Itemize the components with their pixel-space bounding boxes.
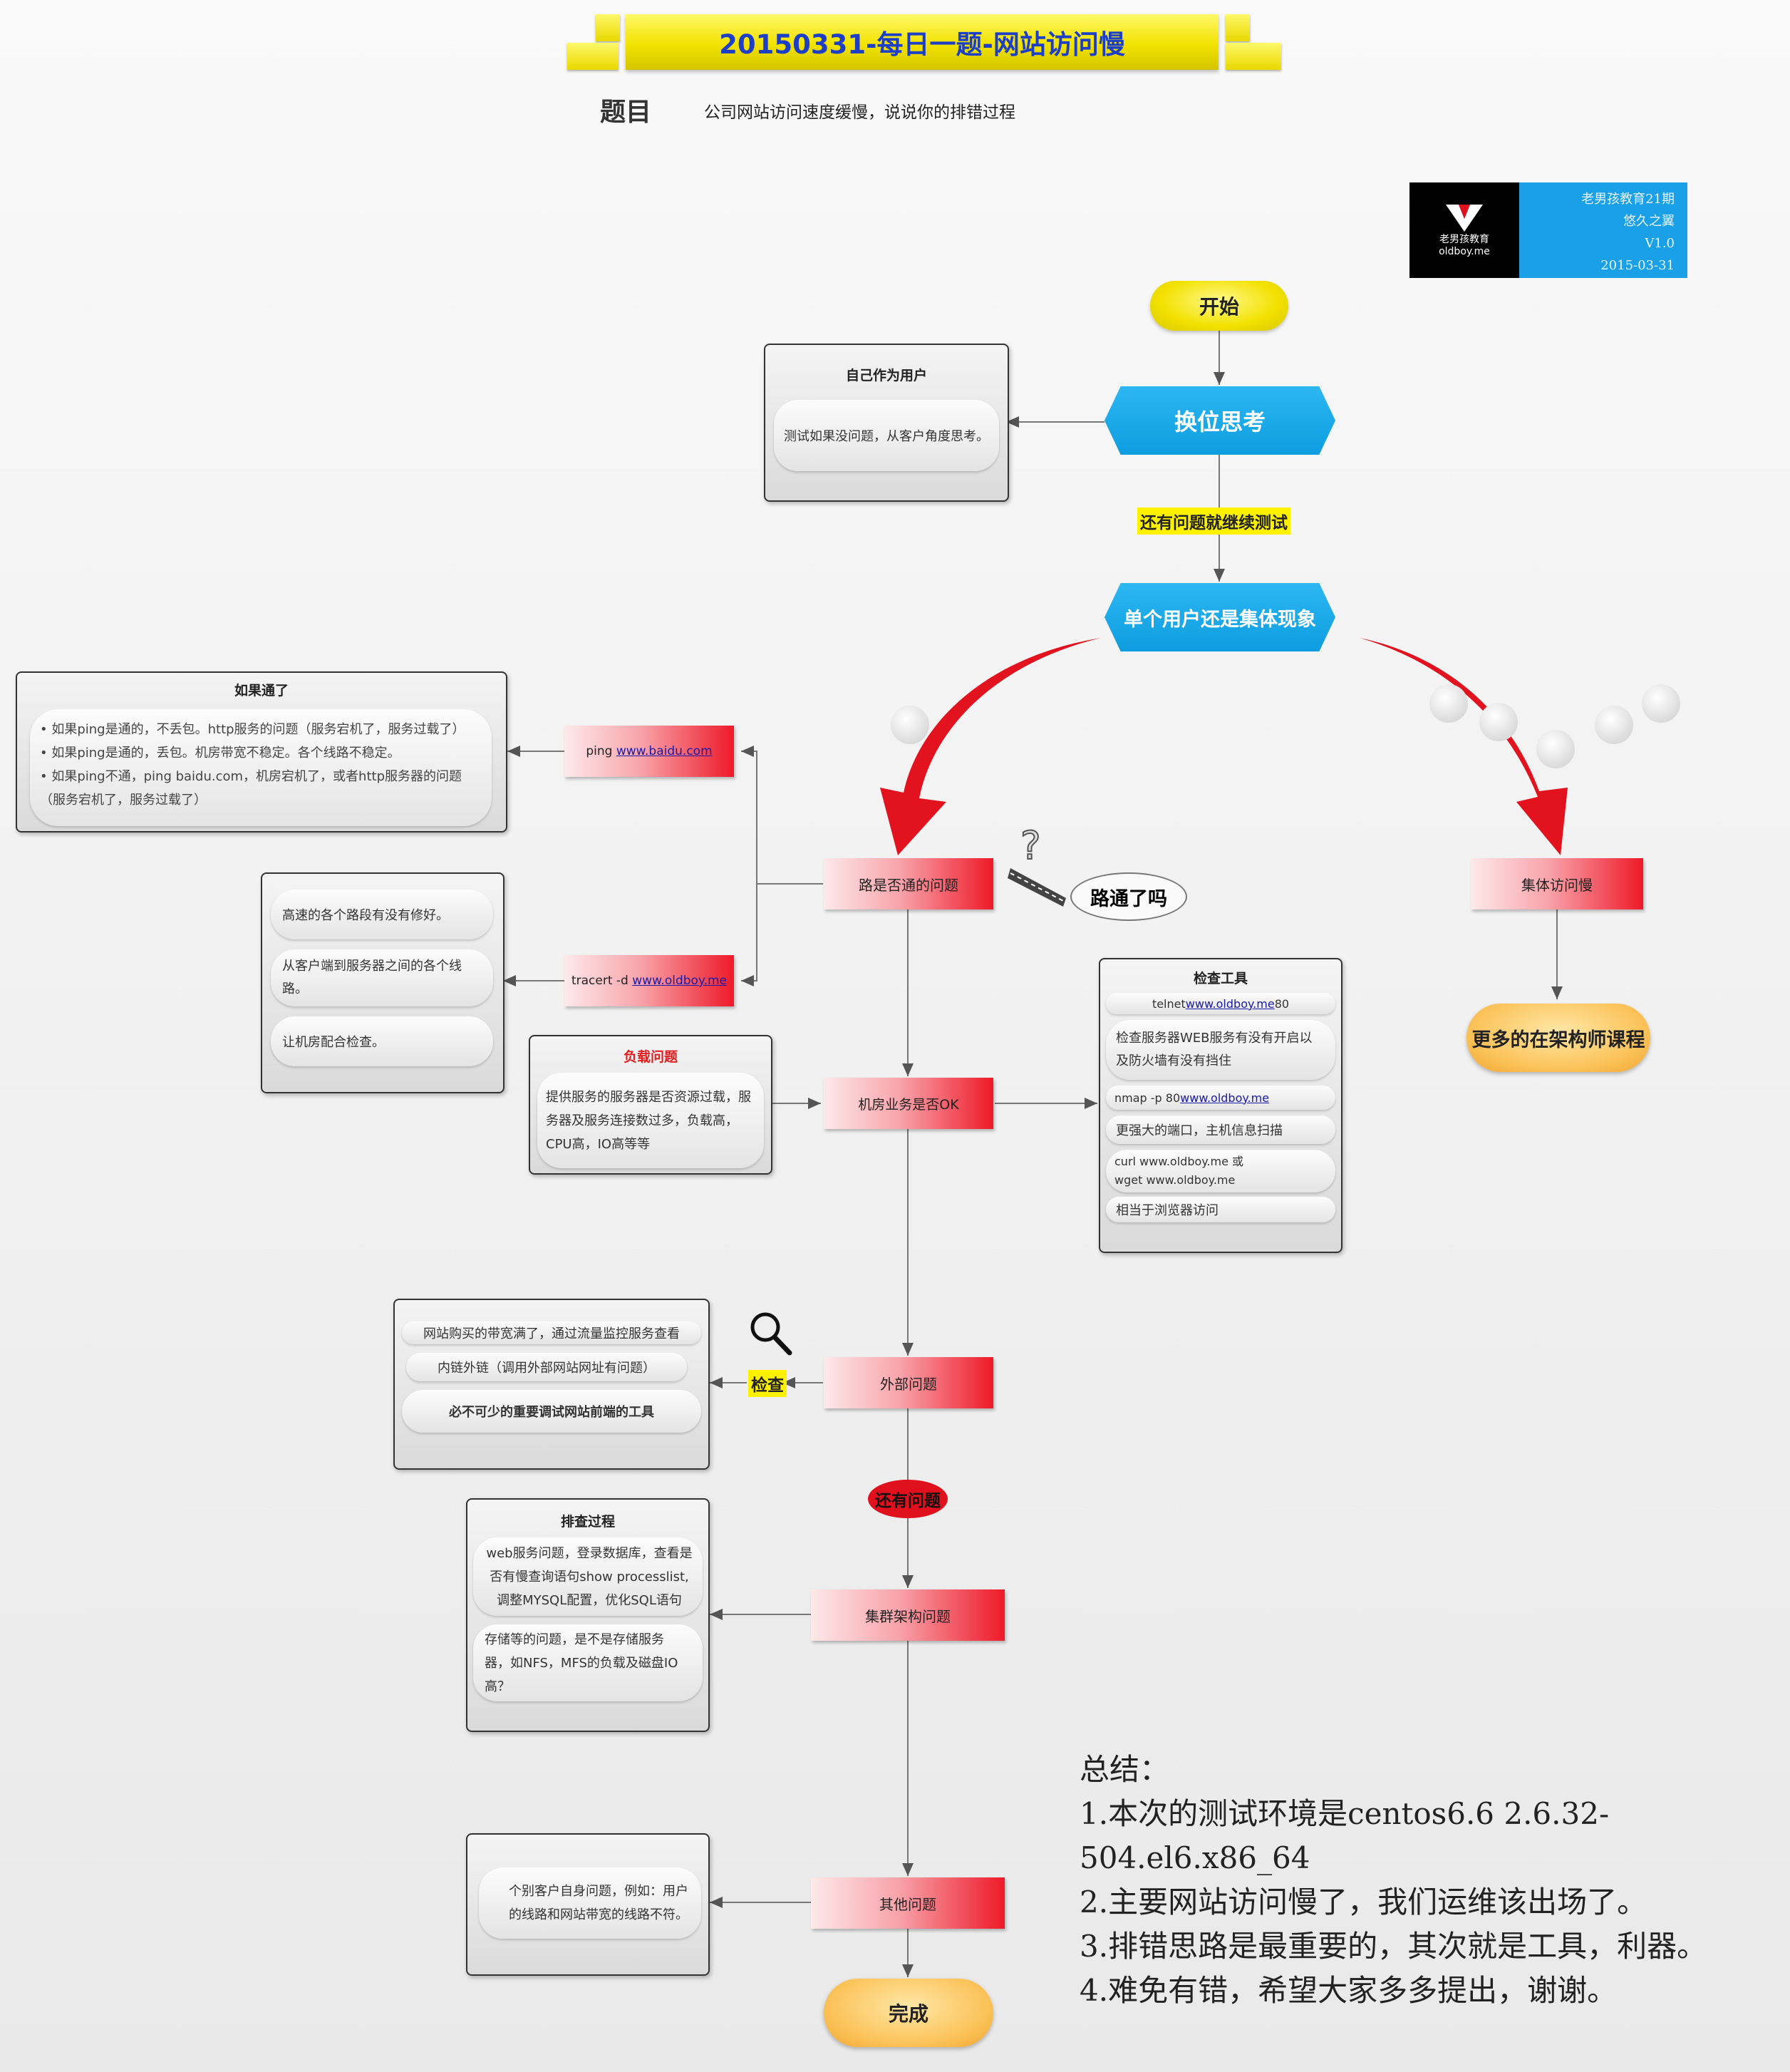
debug-title: 排查过程	[560, 1514, 615, 1530]
summary-item: 1.本次的测试环境是centos6.6 2.6.32-504.el6.x86_6…	[1080, 1796, 1610, 1875]
tool-browser: 相当于浏览器访问	[1106, 1197, 1335, 1222]
person-figure-icon	[1479, 703, 1518, 741]
debug-web: web服务问题，登录数据库，查看是否有慢查询语句show processlist…	[473, 1537, 703, 1616]
tool-scan: 更强大的端口，主机信息扫描	[1106, 1115, 1335, 1144]
if-ok-title: 如果通了	[234, 683, 289, 699]
if-ok-line: • 如果ping不通，ping baidu.com，机房宕机了，或者http服务…	[40, 769, 462, 784]
summary-heading: 总结：	[1080, 1752, 1170, 1787]
person-figure-icon	[1536, 730, 1575, 768]
nmap-link[interactable]: www.oldboy.me	[1180, 1091, 1270, 1105]
if-ok-line: （服务宕机了，服务过载了）	[40, 793, 207, 808]
logo-brand-en: oldboy.me	[1439, 246, 1490, 257]
magnifier-icon	[750, 1312, 792, 1356]
question-label: 题目	[600, 98, 652, 127]
logo-info: 老男孩教育21期 悠久之翼 V1.0 2015-03-31	[1519, 182, 1687, 278]
continue-testing-label: 还有问题就继续测试	[1137, 507, 1290, 535]
external-node: 外部问题	[824, 1357, 993, 1408]
tool-telnet: telnet www.oldboy.me 80	[1106, 993, 1335, 1014]
debug-storage: 存储等的问题，是不是存储服务器，如NFS，MFS的负载及磁盘IO高？	[473, 1624, 703, 1701]
ping-link[interactable]: www.baidu.com	[616, 744, 713, 758]
banner-deco	[1226, 14, 1250, 41]
swap-thinking-node: 换位思考	[1104, 386, 1335, 455]
tools-panel: 检查工具 telnet www.oldboy.me 80 检查服务器WEB服务有…	[1099, 958, 1342, 1253]
logo-info-line: V1.0	[1645, 236, 1675, 251]
page-title: 20150331-每日一题-网站访问慢	[626, 14, 1219, 70]
svg-text:?: ?	[1020, 823, 1041, 868]
ping-prefix: ping	[586, 744, 613, 758]
logo: 老男孩教育 oldboy.me 老男孩教育21期 悠久之翼 V1.0 2015-…	[1409, 182, 1687, 278]
self-user-text: 测试如果没问题，从客户角度思考。	[774, 400, 999, 471]
banner-deco	[1226, 43, 1281, 70]
logo-mark: 老男孩教育 oldboy.me	[1409, 182, 1519, 278]
route-notes-panel: 高速的各个路段有没有修好。 从客户端到服务器之间的各个线路。 让机房配合检查。	[261, 872, 505, 1093]
route-ok-question: 路通了吗	[1070, 872, 1187, 921]
if-ok-line: • 如果ping是通的，丢包。机房带宽不稳定。各个线路不稳定。	[40, 746, 400, 761]
external-note-1: 网站购买的带宽满了，通过流量监控服务查看	[402, 1321, 701, 1344]
tracert-link[interactable]: www.oldboy.me	[632, 974, 727, 988]
external-note-3: 必不可少的重要调试网站前端的工具	[402, 1390, 701, 1433]
route-note-2: 从客户端到服务器之间的各个线路。	[271, 949, 493, 1006]
external-note-2: 内链外链（调用外部网站网址有问题）	[406, 1353, 687, 1381]
banner-deco	[596, 14, 620, 41]
ping-node: ping www.baidu.com	[564, 726, 734, 777]
red-arrow-right	[1360, 638, 1568, 855]
logo-info-line: 2015-03-31	[1600, 258, 1675, 273]
red-arrow-left	[880, 638, 1101, 855]
done-node: 完成	[824, 1979, 993, 2047]
other-note: 个别客户自身问题，例如：用户的线路和网站带宽的线路不符。	[479, 1867, 701, 1939]
person-figure-icon	[1642, 684, 1680, 723]
summary-item: 2.主要网站访问慢了，我们运维该出场了。	[1080, 1885, 1647, 1919]
external-notes-panel: 网站购买的带宽满了，通过流量监控服务查看 内链外链（调用外部网站网址有问题） 必…	[393, 1299, 710, 1470]
banner-deco	[567, 43, 619, 70]
load-title: 负载问题	[623, 1049, 678, 1065]
person-figure-icon	[1429, 684, 1468, 723]
tool-check-web: 检查服务器WEB服务有没有开启以及防火墙有没有挡住	[1106, 1020, 1335, 1080]
self-user-panel: 自己作为用户 测试如果没问题，从客户角度思考。	[764, 344, 1009, 502]
more-course-node: 更多的在架构师课程	[1466, 1004, 1650, 1072]
group-slow-node: 集体访问慢	[1471, 858, 1643, 909]
person-figure-icon	[891, 706, 929, 744]
tool-curl: curl www.oldboy.me 或	[1114, 1155, 1244, 1168]
person-figure-icon	[1595, 706, 1633, 744]
summary: 总结： 1.本次的测试环境是centos6.6 2.6.32-504.el6.x…	[1080, 1748, 1764, 2013]
if-ok-line: • 如果ping是通的，不丢包。http服务的问题（服务宕机了，服务过载了）	[40, 722, 465, 737]
tracert-node: tracert -d www.oldboy.me	[564, 955, 734, 1006]
tool-wget: wget www.oldboy.me	[1114, 1173, 1236, 1187]
question-text: 公司网站访问速度缓慢，说说你的排错过程	[704, 103, 1015, 122]
route-check-node: 路是否通的问题	[824, 858, 993, 909]
tools-title: 检查工具	[1193, 971, 1248, 986]
summary-item: 4.难免有错，希望大家多多提出，谢谢。	[1080, 1973, 1618, 2008]
debug-panel: 排查过程 web服务问题，登录数据库，查看是否有慢查询语句show proces…	[466, 1498, 710, 1732]
line-route-branch	[741, 746, 823, 885]
route-note-3: 让机房配合检查。	[271, 1016, 493, 1066]
still-problem-badge: 还有问题	[868, 1480, 948, 1518]
self-user-title: 自己作为用户	[845, 368, 927, 383]
other-node: 其他问题	[811, 1877, 1005, 1929]
load-text: 提供服务的服务器是否资源过载，服务器及服务连接数过多，负载高，CPU高，IO高等…	[537, 1073, 764, 1168]
other-note-panel: 个别客户自身问题，例如：用户的线路和网站带宽的线路不符。	[466, 1833, 710, 1976]
check-label: 检查	[748, 1370, 787, 1397]
if-ok-notes: • 如果ping是通的，不丢包。http服务的问题（服务宕机了，服务过载了） •…	[30, 709, 492, 826]
load-panel: 负载问题 提供服务的服务器是否资源过载，服务器及服务连接数过多，负载高，CPU高…	[529, 1035, 772, 1175]
cluster-node: 集群架构问题	[811, 1589, 1005, 1641]
line-route-tracert	[741, 884, 757, 986]
logo-info-line: 老男孩教育21期	[1581, 192, 1675, 207]
route-note-1: 高速的各个路段有没有修好。	[271, 890, 493, 939]
road-question-icon: ?	[1008, 823, 1066, 907]
tracert-prefix: tracert -d	[571, 974, 628, 988]
if-ok-panel: 如果通了 • 如果ping是通的，不丢包。http服务的问题（服务宕机了，服务过…	[16, 671, 507, 833]
tool-nmap: nmap -p 80 www.oldboy.me	[1106, 1086, 1335, 1110]
start-node: 开始	[1150, 281, 1288, 331]
logo-brand-cn: 老男孩教育	[1439, 234, 1489, 245]
logo-info-line: 悠久之翼	[1623, 214, 1675, 229]
v-logo-icon	[1446, 205, 1483, 232]
machine-ok-node: 机房业务是否OK	[824, 1078, 993, 1129]
tool-curl-wget: curl www.oldboy.me 或 wget www.oldboy.me	[1106, 1150, 1335, 1192]
summary-item: 3.排错思路是最重要的，其次就是工具，利器。	[1080, 1929, 1707, 1964]
telnet-link[interactable]: www.oldboy.me	[1185, 996, 1275, 1011]
single-or-group-node: 单个用户还是集体现象	[1104, 583, 1335, 651]
